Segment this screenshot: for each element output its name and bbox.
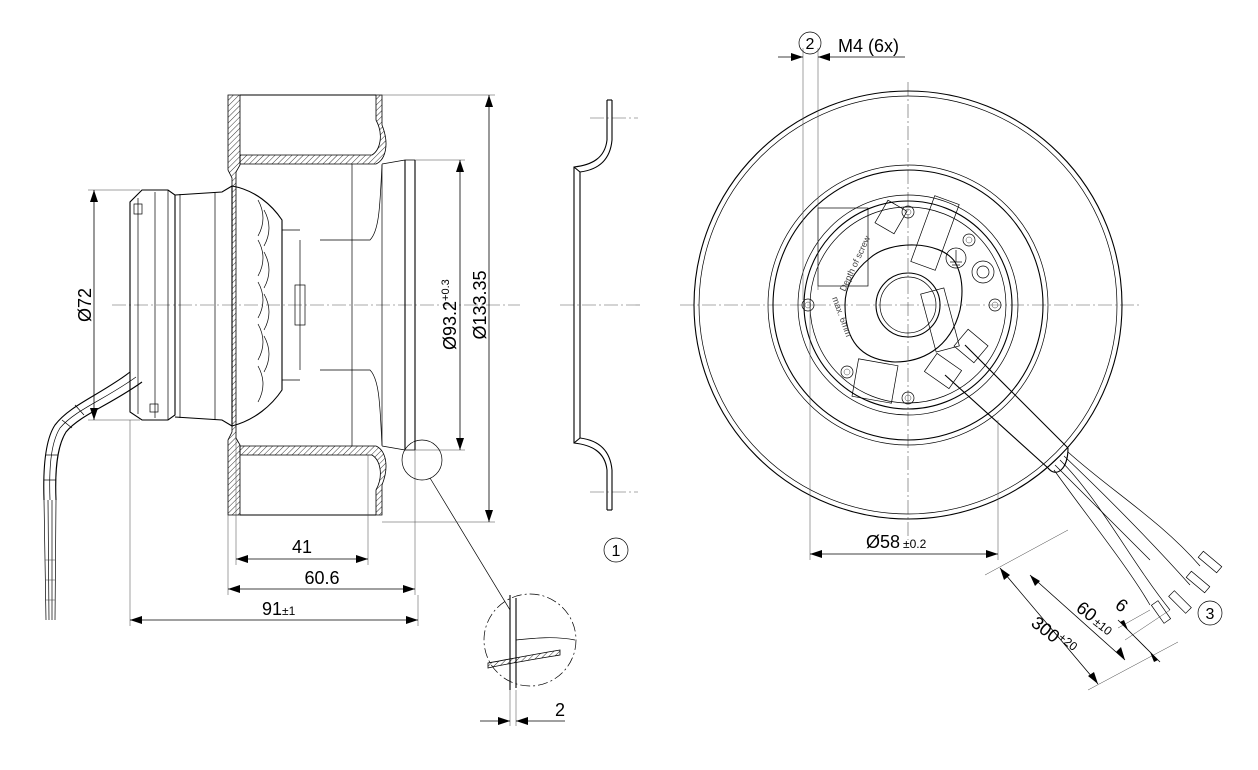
dim-dia-58-text: Ø58 xyxy=(866,532,900,552)
svg-text:Ø93.2+0.3: Ø93.2+0.3 xyxy=(440,279,460,350)
inlet-ring-section: 1 xyxy=(560,99,640,563)
cable-60-tol: ±10 xyxy=(1091,615,1116,639)
svg-text:91±1: 91±1 xyxy=(262,599,296,619)
svg-text:300+20: 300+20 xyxy=(1028,612,1081,660)
side-view: Ø72 Ø93.2+0.3 Ø133.35 xyxy=(43,94,520,626)
impeller-outer-rim xyxy=(693,90,1123,520)
impeller-section xyxy=(227,94,416,516)
dim-41-text: 41 xyxy=(292,537,312,557)
detail-dim-2-text: 2 xyxy=(555,700,565,720)
shaft-hub xyxy=(875,272,941,338)
balloon-3-text: 3 xyxy=(1206,606,1215,623)
dim-dia-93: Ø93.2+0.3 xyxy=(415,159,465,451)
dim-91-text: 91 xyxy=(262,599,282,619)
balloon-1 xyxy=(603,537,629,563)
detail-view: 2 xyxy=(480,593,577,726)
dim-dia-72: Ø72 xyxy=(75,189,140,421)
dim-dia-58-tol: ±0.2 xyxy=(903,537,927,551)
dim-dia-133: Ø133.35 xyxy=(382,94,495,523)
balloon-3 xyxy=(1197,600,1223,626)
dim-dia-72-text: Ø72 xyxy=(75,288,95,322)
detail-marker-circle xyxy=(401,439,443,481)
dim-60-6-text: 60.6 xyxy=(304,568,339,588)
front-view: Depth of screw max. 6mm xyxy=(680,31,1223,691)
balloon-2 xyxy=(798,31,822,55)
dim-dia-58: Ø58±0.2 xyxy=(809,300,999,560)
dim-60-6: 60.6 xyxy=(227,450,416,595)
rotor-vanes xyxy=(231,185,306,427)
depth-note-1: Depth of screw xyxy=(838,234,873,293)
detail-leader-line xyxy=(429,477,511,611)
mounting-holes xyxy=(801,205,1002,405)
cable-6-text: 6 xyxy=(1112,594,1132,616)
thread-text: M4 (6x) xyxy=(838,36,899,56)
motor-body xyxy=(174,185,233,427)
hub-plate xyxy=(844,244,963,363)
thread-callout: 2 M4 (6x) xyxy=(778,31,905,300)
balloon-2-text: 2 xyxy=(806,36,815,53)
svg-text:60±10: 60±10 xyxy=(1073,597,1119,639)
front-cable xyxy=(923,328,1223,624)
svg-text:Ø58±0.2: Ø58±0.2 xyxy=(866,532,927,552)
cable-dimensions: 300+20 60±10 6 3 xyxy=(984,529,1223,691)
dim-41: 41 xyxy=(235,438,369,565)
motor-end-cap xyxy=(129,189,176,421)
connector-blocks xyxy=(817,195,960,404)
dim-dia-93-tol: +0.3 xyxy=(440,279,452,301)
side-cable xyxy=(43,371,143,621)
depth-note-2: max. 6mm xyxy=(830,295,854,338)
dim-dia-133-text: Ø133.35 xyxy=(470,270,490,339)
motor-flange xyxy=(803,200,1013,410)
ground-symbol xyxy=(945,247,967,269)
dim-91-tol: ±1 xyxy=(282,604,296,618)
dim-dia-93-text: Ø93.2 xyxy=(440,301,460,350)
dim-91: 91±1 xyxy=(129,420,419,626)
balloon-1-text: 1 xyxy=(612,543,621,560)
